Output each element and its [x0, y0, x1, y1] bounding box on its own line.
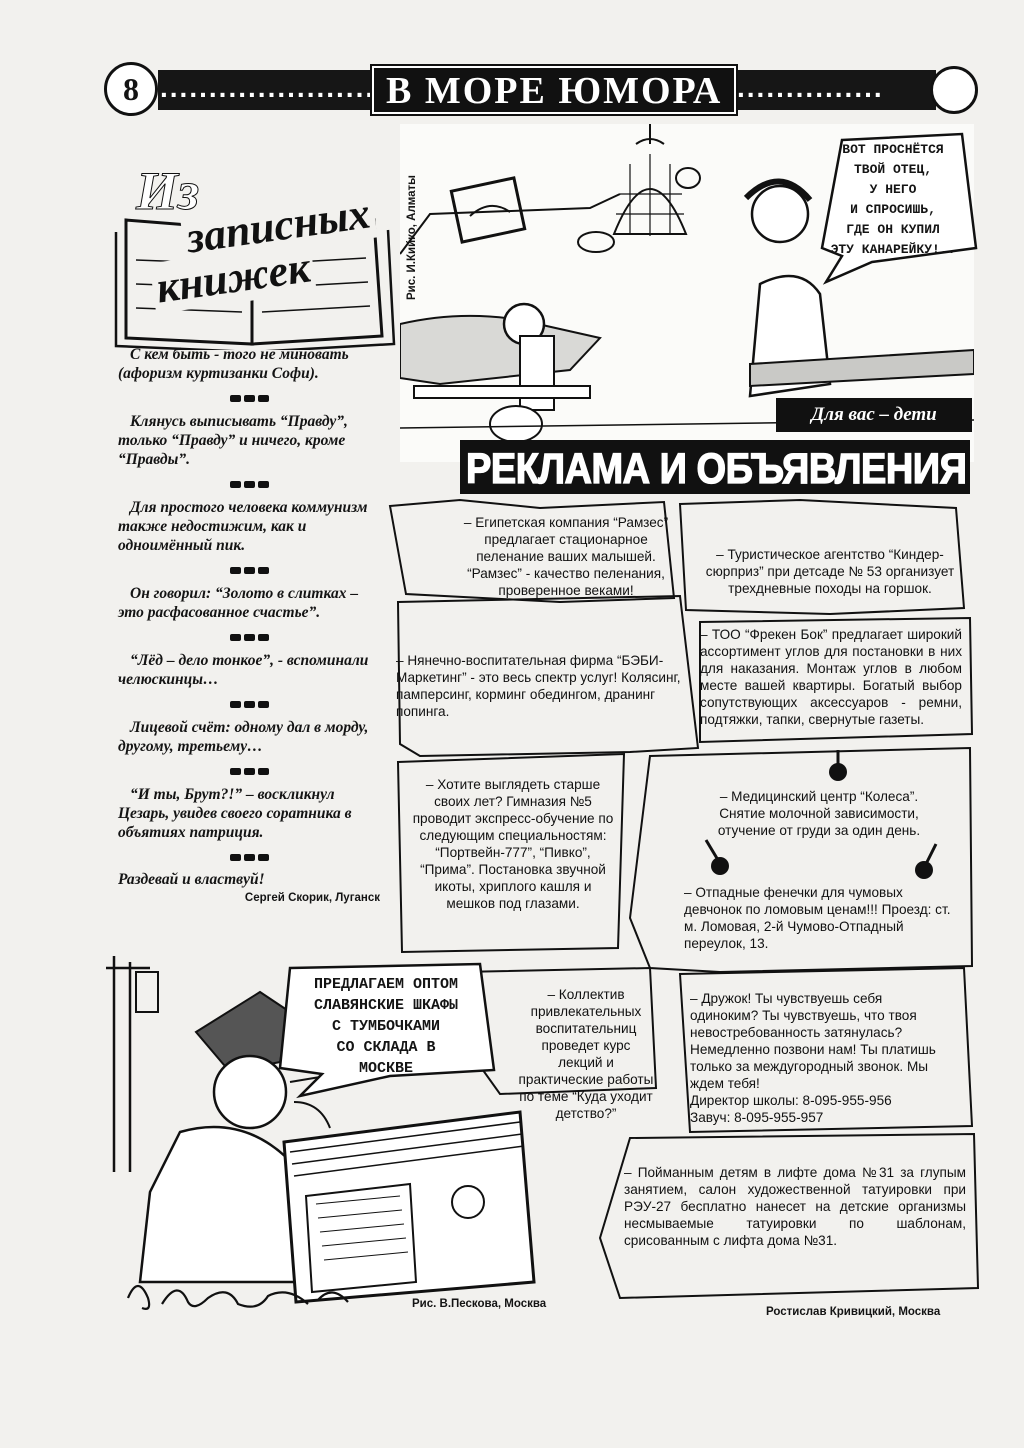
- quote: С кем быть - того не миновать (афоризм к…: [118, 346, 349, 382]
- speech-line: ВОТ ПРОСНЁТСЯ: [842, 142, 944, 157]
- quotes-column: С кем быть - того не миновать (афоризм к…: [118, 345, 380, 904]
- speech-line: ГДЕ ОН КУПИЛ: [846, 222, 940, 237]
- quote: Для простого человека коммунизм также не…: [118, 499, 368, 554]
- speech-line: МОСКВЕ: [358, 1060, 413, 1077]
- separator-icon: [118, 854, 380, 861]
- speech-line: ТВОЙ ОТЕЦ,: [853, 162, 932, 177]
- ad-fenechki: – Отпадные фенечки для чумовых девчонок …: [684, 884, 954, 952]
- speech-line: У НЕГО: [869, 182, 917, 197]
- separator-icon: [118, 634, 380, 641]
- separator-icon: [118, 701, 380, 708]
- separator-icon: [118, 567, 380, 574]
- ad-text: – Нянечно-воспитательная фирма “БЭБИ-Мар…: [396, 653, 681, 719]
- pin-icon: [915, 843, 938, 879]
- ad-text: – Дружок! Ты чувствуешь себя одиноким? Т…: [690, 991, 936, 1091]
- notebook-title-block: Из записных книжек: [112, 160, 402, 350]
- header-end-circle: [930, 66, 978, 114]
- quote: “И ты, Брут?!” – воскликнул Цезарь, увид…: [118, 786, 352, 841]
- pin-icon: [829, 750, 847, 781]
- speech-line: ПРЕДЛАГАЕМ ОПТОМ: [313, 976, 459, 993]
- quotes-signoff: Раздевай и властвуй!: [118, 871, 265, 888]
- ad-kolesa: – Медицинский центр “Колеса”. Снятие мол…: [700, 788, 938, 839]
- ads-heading-background: [460, 440, 970, 494]
- ad-text: – Отпадные фенечки для чумовых девчонок …: [684, 885, 951, 951]
- ad-text: – Медицинский центр “Колеса”. Снятие мол…: [717, 789, 921, 838]
- speech-line: С ТУМБОЧКАМИ: [331, 1018, 441, 1035]
- kids-banner: Для вас – дети: [776, 398, 972, 432]
- separator-icon: [118, 395, 380, 402]
- ad-director-phone: Директор школы: 8-095-955-956: [690, 1093, 892, 1108]
- pin-icon: [704, 839, 729, 875]
- ad-ramses: – Египетская компания “Рамзес” предлагае…: [460, 514, 672, 599]
- ad-tattoo: – Пойманным детям в лифте дома №31 за гл…: [624, 1164, 966, 1249]
- quote: Лицевой счёт: одному дал в морду, другом…: [118, 719, 369, 755]
- speech-line: ЭТУ КАНАРЕЙКУ!..: [830, 242, 956, 257]
- speech-bubble-icon: [278, 962, 496, 1099]
- bottom-speech-text: ПРЕДЛАГАЕМ ОПТОМ СЛАВЯНСКИЕ ШКАФЫ С ТУМБ…: [288, 974, 484, 1079]
- ad-baby-marketing: – Нянечно-воспитательная фирма “БЭБИ-Мар…: [396, 652, 692, 720]
- ad-friend: – Дружок! Ты чувствуешь себя одиноким? Т…: [690, 990, 954, 1126]
- cartoon-drawing-icon: [106, 956, 536, 1304]
- ad-freken-bok: – ТОО “Фрекен Бок” предлагает широкий ас…: [700, 626, 962, 728]
- ad-text: – Хотите выглядеть старше своих лет? Гим…: [412, 777, 614, 911]
- quote: Он говорил: “Золото в слитках – это расф…: [118, 585, 359, 621]
- ad-gymnasium: – Хотите выглядеть старше своих лет? Гим…: [412, 776, 614, 912]
- ad-text: – Коллектив привлекательных воспитательн…: [518, 987, 654, 1121]
- ad-kinder-surprise: – Туристическое агентство “Киндер-сюрпри…: [694, 546, 966, 597]
- ad-text: – ТОО “Фрекен Бок” предлагает широкий ас…: [700, 627, 962, 727]
- quote: “Лёд – дело тонкое”, - вспоминали челюск…: [118, 652, 369, 688]
- separator-icon: [118, 768, 380, 775]
- ad-text: – Египетская компания “Рамзес” предлагае…: [463, 515, 669, 598]
- bottom-cartoon: [100, 952, 640, 1312]
- separator-icon: [118, 481, 380, 488]
- bottom-cartoon-credit: Рис. В.Пескова, Москва: [412, 1298, 547, 1310]
- speech-line: СЛАВЯНСКИЕ ШКАФЫ: [313, 997, 459, 1014]
- quotes-author: Сергей Скорик, Луганск: [244, 892, 380, 904]
- page-number: 8: [104, 62, 158, 116]
- section-title: В МОРЕ ЮМОРА: [369, 64, 739, 116]
- ad-teachers: – Коллектив привлекательных воспитательн…: [518, 986, 654, 1122]
- speech-bubble-text: ВОТ ПРОСНЁТСЯ ТВОЙ ОТЕЦ, У НЕГО И СПРОСИ…: [812, 140, 974, 260]
- ads-author: Ростислав Кривицкий, Москва: [766, 1306, 941, 1318]
- ads-frame-lines: [388, 498, 980, 1300]
- top-cartoon-credit: Рис. И.Кийко, Алматы: [406, 175, 418, 300]
- ad-deputy-phone: Завуч: 8-095-955-957: [690, 1110, 824, 1125]
- speech-bubble-icon: [820, 132, 978, 285]
- speech-line: И СПРОСИШЬ,: [850, 202, 936, 217]
- ad-text: – Пойманным детям в лифте дома №31 за гл…: [624, 1165, 966, 1248]
- artist-signature-icon: [126, 1284, 349, 1310]
- ad-text: – Туристическое агентство “Киндер-сюрпри…: [705, 547, 955, 596]
- speech-line: СО СКЛАДА В: [336, 1039, 436, 1056]
- ads-heading: РЕКЛАМА И ОБЪЯВЛЕНИЯ: [465, 446, 967, 494]
- quote: Клянусь выписывать “Правду”, только “Пра…: [118, 413, 348, 468]
